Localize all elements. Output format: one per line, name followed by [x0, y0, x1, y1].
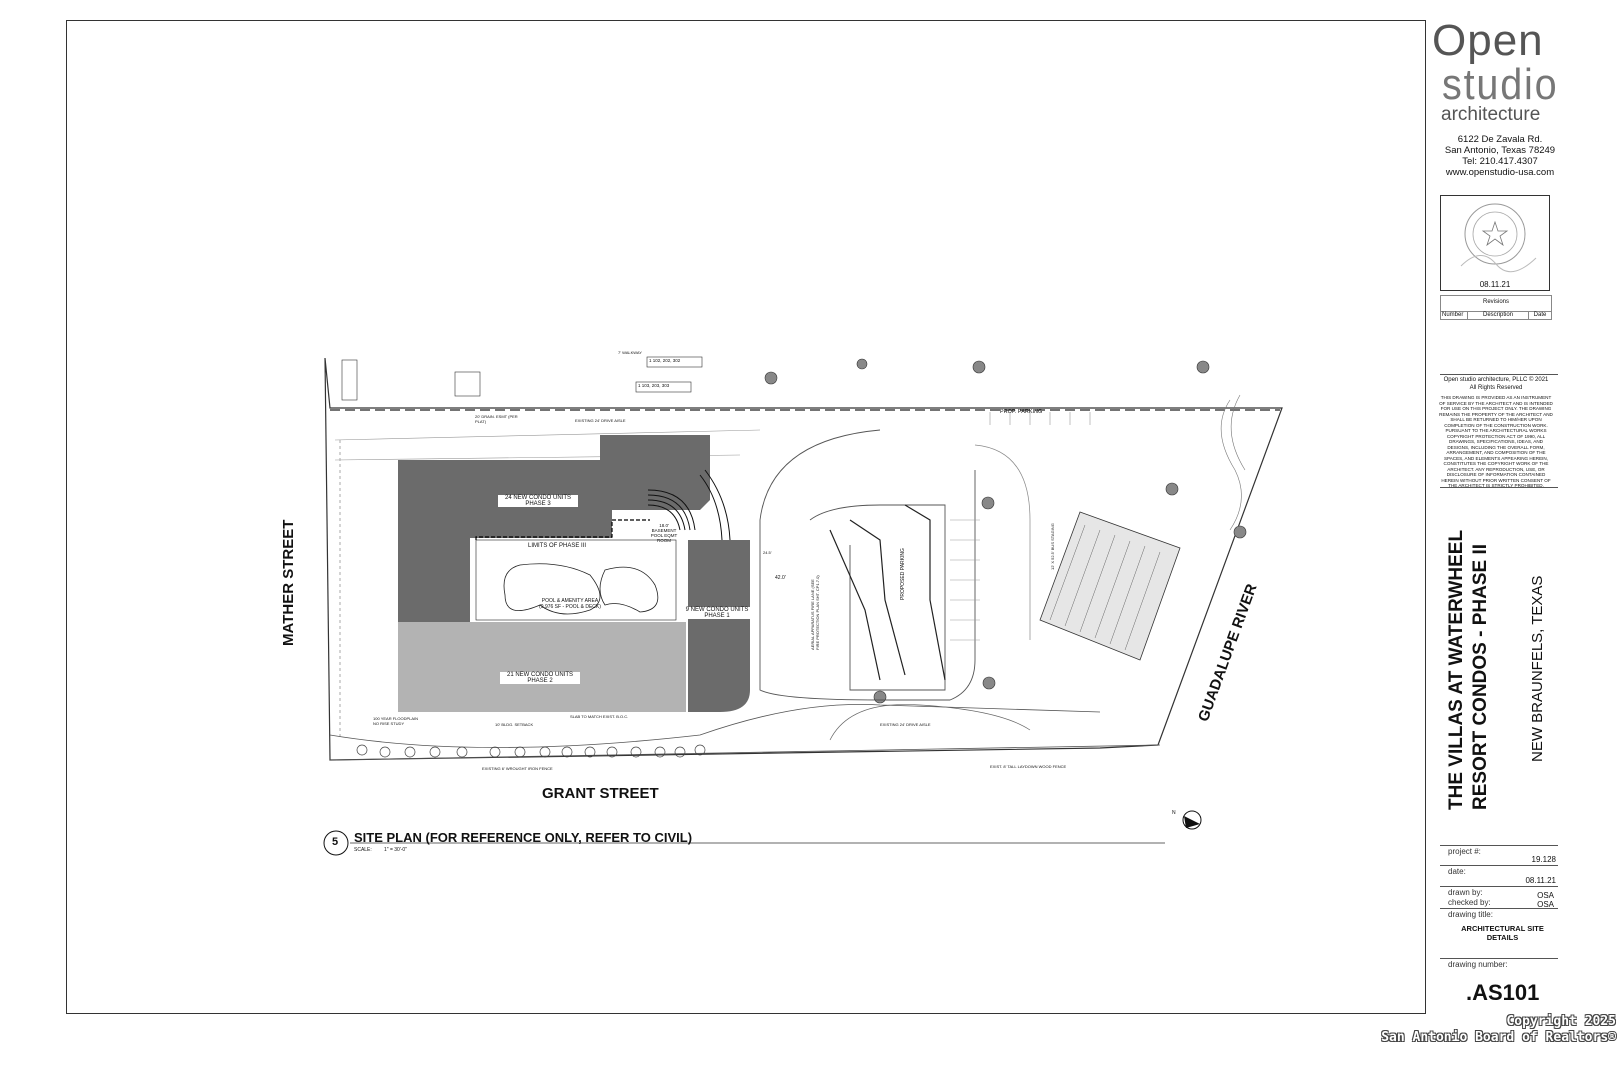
grant-street-label: GRANT STREET — [542, 785, 659, 802]
project-title-line-1: THE VILLAS AT WATERWHEEL — [1446, 529, 1467, 810]
plan-title: SITE PLAN (FOR REFERENCE ONLY, REFER TO … — [354, 830, 693, 845]
firm-address-2: San Antonio, Texas 78249 — [1444, 145, 1556, 156]
seal-date: 08.11.21 — [1479, 280, 1511, 289]
copyright-line-1: Open studio architecture, PLLC © 2021 — [1443, 377, 1549, 383]
revisions-col-description: Description — [1468, 312, 1529, 319]
divider — [1440, 845, 1558, 846]
mather-street-label: MATHER STREET — [280, 519, 297, 646]
date-label: date: — [1448, 867, 1466, 876]
revisions-col-date: Date — [1533, 312, 1547, 318]
firm-website: www.openstudio-usa.com — [1445, 167, 1555, 178]
floodplain-label: 100 YEAR FLOODPLAIN NO RISE STUDY — [373, 716, 419, 726]
scale-value: 1" = 30'-0" — [384, 847, 407, 853]
architect-seal-icon — [1460, 203, 1537, 273]
firm-address-1: 6122 De Zavala Rd. — [1457, 134, 1543, 145]
project-title-line-2: RESORT CONDOS - PHASE II — [1470, 543, 1491, 810]
firm-logo-studio: studio — [1442, 60, 1559, 109]
divider — [1440, 865, 1558, 866]
firm-logo-open: Open — [1432, 16, 1544, 65]
drawn-by-value: OSA — [1537, 891, 1554, 900]
revisions-table: Revisions Number Description Date — [1440, 295, 1552, 320]
bus-staging-label: 12' X 52.5' BUS STAGING — [1050, 523, 1055, 570]
north-label: N — [1172, 810, 1176, 816]
plan-number: 5 — [332, 836, 339, 848]
drawn-by-label: drawn by: — [1448, 888, 1483, 897]
pool-label: POOL & AMENITY AREA(9,976 SF - POOL & DE… — [539, 598, 601, 610]
units-b-label: 1 103, 203, 303 — [638, 383, 670, 388]
firm-logo-architecture: architecture — [1441, 104, 1541, 125]
revisions-col-number: Number — [1441, 312, 1468, 319]
firm-phone: Tel: 210.417.4307 — [1462, 156, 1538, 167]
wood-fence-label: EXIST. 8' TALL LAYDOWN WOOD FENCE — [990, 764, 1067, 769]
drawing-number-label: drawing number: — [1448, 960, 1508, 969]
architect-seal-box — [1440, 195, 1550, 291]
bus-deck — [1039, 511, 1181, 661]
limits-label: LIMITS OF PHASE III — [528, 543, 587, 549]
pool-room-label: 18.0'BASEMENT POOL EQMT ROOM — [650, 523, 678, 543]
revisions-title: Revisions — [1482, 299, 1509, 305]
trees — [764, 358, 1247, 704]
divider — [1440, 886, 1558, 887]
fence-label: EXISTING 6' WROUGHT IRON FENCE — [482, 766, 553, 771]
tree-row — [356, 744, 706, 758]
north-arrow-icon — [1182, 810, 1202, 830]
drawing-title: ARCHITECTURAL SITE DETAILS — [1461, 924, 1544, 942]
building-phase-1 — [688, 540, 750, 712]
building-phase-2 — [398, 622, 686, 712]
divider — [1440, 908, 1558, 909]
site-plan-drawing — [323, 356, 1283, 856]
setback-label: 10' BLDG. SETBACK — [495, 722, 534, 727]
fire-lane-label: AERIAL APPARATUS FIRE LANE (SEE FIRE PRO… — [810, 575, 820, 650]
dim-42: 42.0' — [775, 575, 786, 581]
drain-easement-label: 20' DRAIN. ESMT (PER PLAT) — [475, 414, 518, 424]
plan-number-circle — [323, 830, 349, 856]
watermark-line-1: Copyright 2025 — [1506, 1014, 1616, 1029]
sheet-border — [66, 20, 1426, 1014]
project-number-label: project #: — [1448, 847, 1481, 856]
drive-aisle-label-south: EXISTING 24' DRIVE AISLE — [880, 722, 931, 727]
building-phase-3 — [398, 435, 710, 622]
dim-24: 24.5' — [763, 550, 772, 555]
checked-by-value: OSA — [1537, 900, 1554, 909]
divider — [1440, 487, 1558, 488]
checked-by-label: checked by: — [1448, 898, 1491, 907]
divider — [1440, 374, 1558, 375]
drive-aisle-label: EXISTING 24' DRIVE AISLE — [575, 418, 626, 423]
date-value: 08.11.21 — [1525, 876, 1556, 885]
drawing-number: .AS101 — [1466, 980, 1540, 1005]
copyright-notice: THIS DRAWING IS PROVIDED AS AN INSTRUMEN… — [1439, 395, 1553, 488]
proposed-parking-label: PROPOSED PARKING — [900, 548, 906, 600]
prop-parking-label: PROP. PARKING — [1000, 409, 1043, 415]
units-a-label: 1 102, 202, 302 — [649, 358, 681, 363]
scale-label: SCALE: — [354, 847, 372, 853]
project-location: NEW BRAUNFELS, TEXAS — [1529, 575, 1546, 762]
watermark-line-2: San Antonio Board of Realtors® — [1381, 1030, 1616, 1045]
slab-label: SLAB TO MATCH EXIST. B.O.C. — [570, 714, 629, 719]
project-number-value: 19.128 — [1531, 855, 1556, 864]
divider — [1440, 958, 1558, 959]
pool — [503, 563, 659, 615]
copyright-line-2: All Rights Reserved — [1469, 385, 1523, 391]
walkway-label: 7' WALKWAY — [618, 350, 642, 355]
drawing-title-label: drawing title: — [1448, 910, 1493, 919]
drive-loop — [759, 429, 976, 701]
